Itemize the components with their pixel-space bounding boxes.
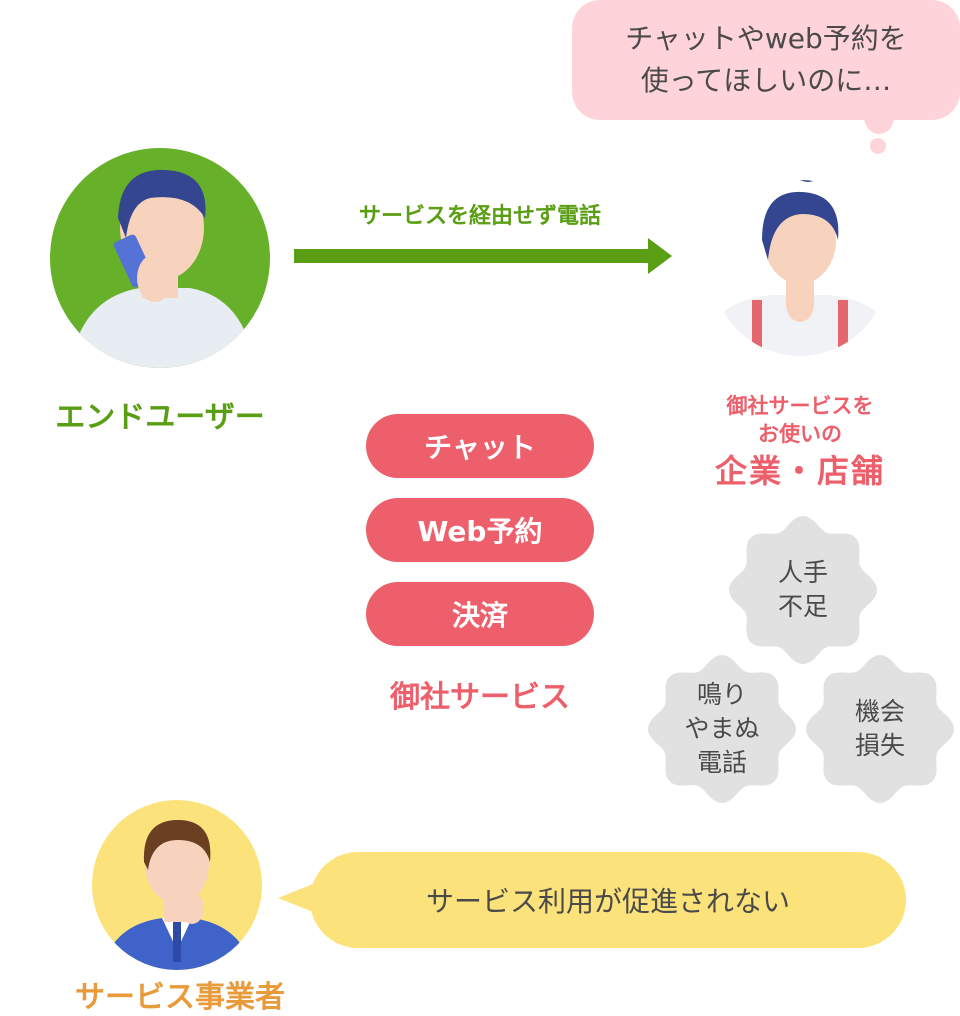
provider-avatar bbox=[92, 800, 262, 970]
end-user-label: エンドユーザー bbox=[55, 400, 265, 435]
service-payment: 決済 bbox=[366, 582, 594, 646]
provider-speech-bubble: サービス利用が促進されない bbox=[310, 852, 906, 948]
company-line-1: 御社サービスを bbox=[726, 394, 874, 418]
wavy-badge-shape bbox=[648, 655, 796, 803]
man-on-phone-icon bbox=[70, 169, 255, 368]
end-user-avatar bbox=[50, 148, 270, 368]
badge-text: 不足 bbox=[777, 592, 828, 621]
thought-bubble: チャットやweb予約を 使ってほしいのに… bbox=[572, 0, 960, 120]
badge-text: 損失 bbox=[854, 731, 905, 760]
services-label: 御社サービス bbox=[390, 680, 570, 715]
company-line-2: お使いの bbox=[758, 422, 842, 446]
thought-dot bbox=[864, 100, 894, 134]
worried-businessman-icon bbox=[102, 820, 252, 970]
problem-badge-ringing-phone: 鳴りやまぬ電話 bbox=[647, 654, 797, 804]
badge-text: 人手 bbox=[777, 558, 828, 587]
company-label: 御社サービスを お使いの 企業・店舗 bbox=[680, 392, 920, 494]
company-avatar bbox=[712, 180, 888, 356]
service-web-reservation: Web予約 bbox=[366, 498, 594, 562]
service-chat: チャット bbox=[366, 414, 594, 478]
badge-text: 電話 bbox=[696, 748, 747, 777]
thought-line-1: チャットやweb予約を bbox=[625, 22, 907, 55]
thought-line-2: 使ってほしいのに… bbox=[640, 64, 892, 97]
problem-badge-lost-opportunity: 機会損失 bbox=[805, 654, 955, 804]
company-line-3: 企業・店舗 bbox=[714, 452, 885, 490]
worried-woman-icon bbox=[712, 180, 888, 356]
wavy-badge-shape bbox=[729, 516, 877, 664]
arrow-label: サービスを経由せず電話 bbox=[358, 204, 601, 229]
thought-dot bbox=[870, 138, 886, 154]
badge-text: 鳴り bbox=[696, 680, 747, 709]
provider-label: サービス事業者 bbox=[75, 980, 285, 1015]
badge-text: 機会 bbox=[854, 697, 905, 726]
problem-badge-staff-shortage: 人手不足 bbox=[728, 515, 878, 665]
arrow-right-icon bbox=[294, 238, 672, 274]
wavy-badge-shape bbox=[806, 655, 954, 803]
badge-text: やまぬ bbox=[684, 714, 760, 743]
